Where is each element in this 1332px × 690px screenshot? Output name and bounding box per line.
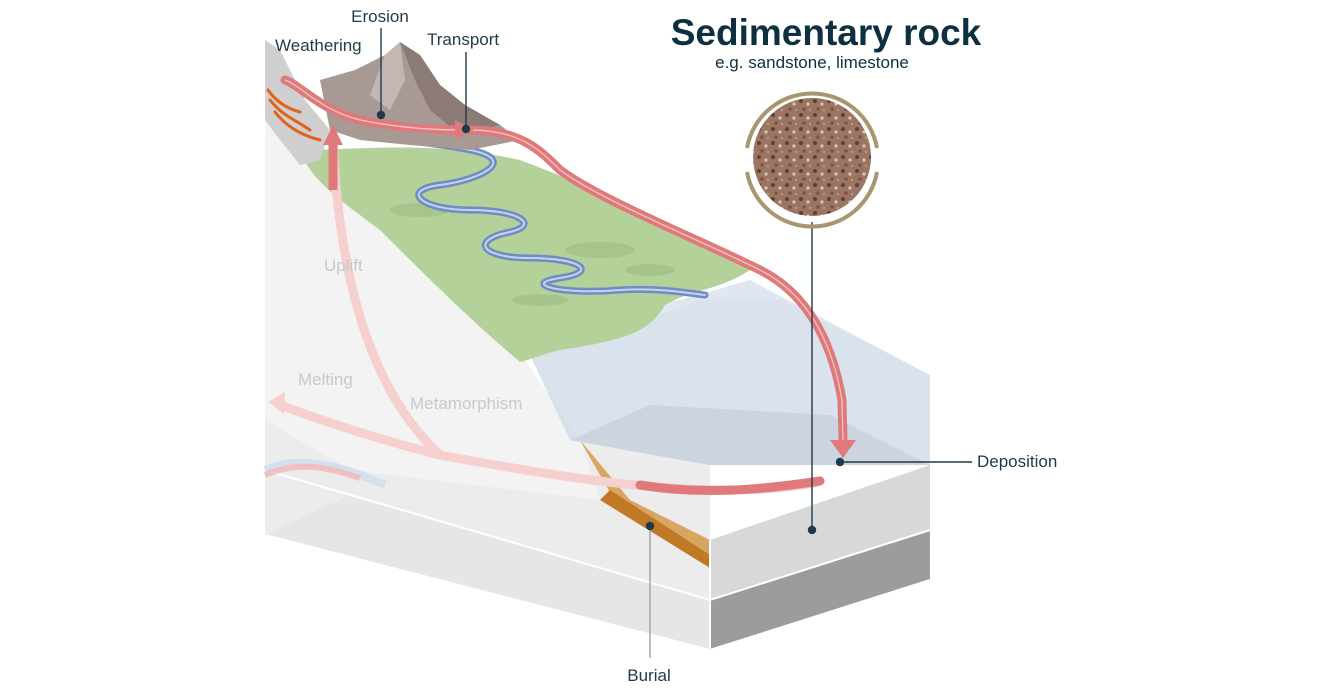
river-highlight xyxy=(364,129,706,296)
label-deposition: Deposition xyxy=(977,452,1057,471)
subduction-melt xyxy=(263,463,361,481)
label-transport: Transport xyxy=(427,30,499,49)
volcano-left xyxy=(265,40,330,165)
sample-ring-top xyxy=(745,91,879,149)
block-upper-faded-slope xyxy=(265,110,600,500)
block-right-lower-face xyxy=(710,530,930,650)
mountain-peak-light xyxy=(370,42,405,110)
mountain-shadow xyxy=(400,42,500,135)
label-weathering: Weathering xyxy=(275,36,362,55)
block-front-lower-face xyxy=(265,495,710,650)
diagram-subtitle: e.g. sandstone, limestone xyxy=(715,53,909,72)
subduction-slab xyxy=(263,458,387,489)
melting-arrowhead xyxy=(268,392,285,414)
block-right-front-face xyxy=(710,465,930,600)
label-erosion: Erosion xyxy=(351,7,409,26)
sea-front xyxy=(530,300,930,465)
label-metamorphism: Metamorphism xyxy=(410,394,522,413)
leader-lines xyxy=(376,28,972,658)
mountains xyxy=(265,40,520,165)
uplift-arrow xyxy=(328,135,445,460)
burial-arrow-solid xyxy=(635,476,825,495)
rock-sample xyxy=(745,91,879,229)
lava-flow xyxy=(266,88,322,142)
cycle-arrow-outline xyxy=(284,79,844,441)
sediment-layer-dark xyxy=(600,480,930,568)
floodplain-patches xyxy=(390,203,675,306)
label-melting: Melting xyxy=(298,370,353,389)
diagram-title: Sedimentary rock xyxy=(671,12,982,53)
label-uplift: Uplift xyxy=(324,256,363,275)
label-burial: Burial xyxy=(627,666,670,685)
uplift-arrowhead xyxy=(323,125,343,145)
sample-ring-bottom xyxy=(745,171,879,229)
deposition-arrowhead xyxy=(830,440,856,458)
